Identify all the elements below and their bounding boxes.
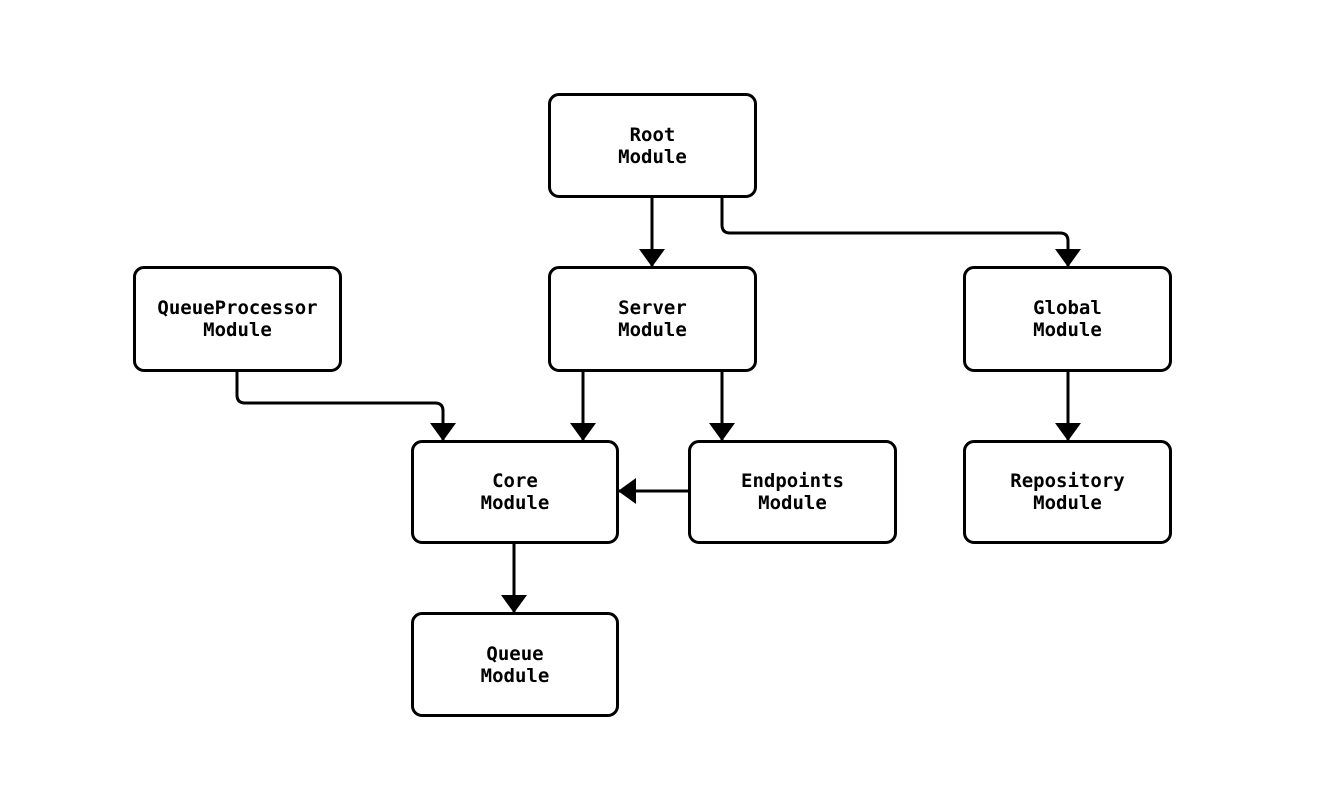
node-label-line: Queue (486, 642, 544, 665)
node-label-line: Root (629, 123, 676, 146)
node-label-line: Module (758, 492, 827, 514)
node-label-line: QueueProcessor (157, 297, 318, 319)
edge-queueprocessor-module-to-core-module (235, 372, 456, 441)
node-label-line: Module (203, 319, 272, 341)
node-label-line: Server (618, 297, 687, 319)
node-label-line: Endpoints (741, 470, 844, 492)
node-label-line: Module (1033, 492, 1102, 514)
node-label-line: Module (1033, 319, 1102, 341)
node-label-line: Module (618, 145, 687, 168)
node-label-line: Module (480, 492, 550, 514)
node-label-line: Global (1033, 297, 1102, 319)
node-label-line: Module (480, 664, 550, 687)
node-label-line: Module (618, 319, 687, 341)
edge-root-module-to-global-module (720, 198, 1081, 267)
node-label-line: Core (492, 470, 538, 492)
node-label-line: Repository (1010, 470, 1125, 492)
